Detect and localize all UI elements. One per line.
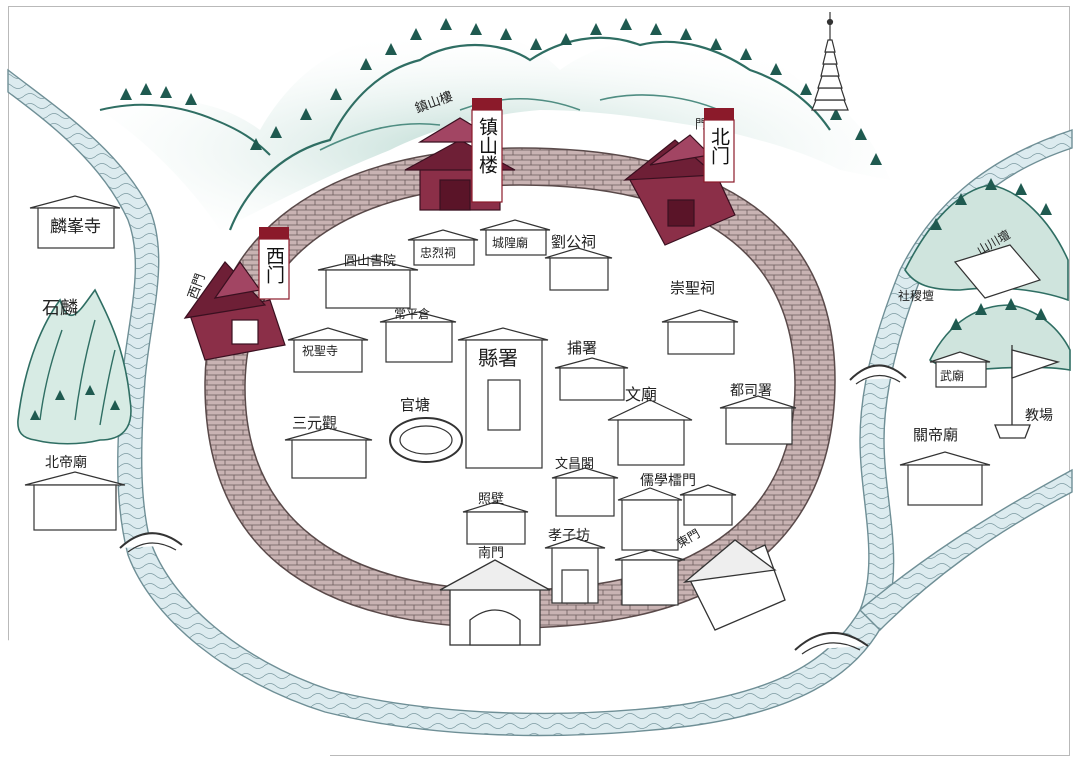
building-bu-office — [554, 357, 629, 401]
tag-north-gate[interactable]: 北门 — [703, 108, 735, 183]
label-dusi-office: 都司署 — [730, 383, 772, 399]
building-chenghuang-temple — [479, 219, 551, 256]
tag-west-gate[interactable]: 西门 — [258, 227, 290, 300]
label-chenghuang-temple: 城隍廟 — [492, 235, 528, 250]
label-chenglie-shrine: 忠烈祠 — [420, 246, 456, 260]
label-zhusheng-temple: 祝聖寺 — [302, 344, 338, 358]
pagoda — [811, 12, 849, 111]
building-dusi-office — [719, 395, 797, 445]
tag-zhenshan-tower[interactable]: 镇山楼 — [471, 98, 503, 203]
label-liu-gong-shrine: 劉公祠 — [551, 233, 596, 251]
label-changping-granary: 常平倉 — [394, 306, 430, 321]
label-guandi-temple: 關帝廟 — [913, 426, 958, 444]
north-mountain-range — [99, 18, 890, 231]
bridge-west — [119, 532, 183, 553]
east-gate — [682, 539, 786, 631]
label-jiao-chang: 教場 — [1025, 408, 1053, 424]
label-zhaobi: 照壁 — [478, 492, 504, 507]
label-bu-office: 捕署 — [567, 339, 597, 357]
building-zhusheng-temple — [287, 327, 369, 373]
building-wumiao — [929, 351, 991, 388]
building-zhaobi — [462, 501, 529, 545]
building-liu-gong-shrine — [544, 247, 613, 291]
bridge-east — [849, 364, 907, 385]
west-river — [7, 68, 1073, 737]
qilin-stone-mountain — [17, 288, 132, 445]
label-beidi-temple: 北帝廟 — [45, 454, 87, 471]
label-xiaozi-fang: 孝子坊 — [548, 528, 590, 544]
building-wen-temple — [607, 399, 693, 466]
guan-tang-pond — [389, 417, 463, 463]
river-system — [7, 68, 1073, 756]
building-chenglie-shrine — [407, 229, 479, 266]
tag-west-gate-text: 西门 — [263, 246, 285, 284]
west-gate[interactable] — [183, 260, 286, 361]
label-east-gate-old: 東門 — [675, 526, 703, 550]
building-guandi-temple — [899, 451, 991, 506]
building-beidi-temple — [24, 471, 126, 531]
label-shejitan: 社稷壇 — [898, 288, 934, 303]
east-river-branch — [858, 468, 1073, 631]
building-sanyuan-guan — [284, 427, 373, 479]
label-guan-tang: 官塘 — [400, 396, 430, 414]
tag-zhenshan-tower-text: 镇山楼 — [476, 117, 498, 174]
label-qilin-stone: 石麟 — [42, 298, 78, 319]
label-confucian-gate: 儒學檑門 — [640, 473, 696, 489]
building-yuanshan-academy — [317, 257, 419, 309]
building-county-office — [457, 327, 549, 469]
label-zhusheng-shrine: 崇聖祠 — [670, 279, 715, 297]
building-confucian-gate — [617, 487, 683, 551]
label-wen-temple: 文廟 — [625, 385, 657, 404]
label-wenchang-ge: 文昌閣 — [555, 457, 594, 472]
building-wenchang-ge — [551, 467, 619, 517]
tag-north-gate-text: 北门 — [708, 127, 730, 165]
label-sanyuan-guan: 三元觀 — [292, 414, 337, 432]
building-changping-granary — [379, 311, 457, 363]
buildings — [24, 195, 1042, 606]
guan-tang-pond-inner — [399, 425, 453, 455]
label-county-office: 縣署 — [478, 346, 518, 370]
south-gate — [439, 559, 551, 646]
bridge-southeast — [794, 632, 869, 655]
building-dusi-east — [679, 484, 737, 526]
building-xiaozi-fang — [544, 537, 606, 604]
building-shanchuan-tan — [953, 244, 1042, 299]
building-qilin-temple — [29, 195, 121, 249]
label-wumiao: 武廟 — [940, 368, 964, 383]
label-south-gate-old: 南門 — [478, 545, 504, 561]
building-south-yard — [614, 549, 686, 606]
label-qilin-temple: 麟峯寺 — [50, 217, 101, 237]
south-river — [8, 640, 330, 756]
drill-ground-flag — [994, 345, 1061, 439]
building-zhusheng-shrine — [661, 309, 739, 355]
label-yuanshan-academy: 圓山書院 — [344, 254, 396, 269]
